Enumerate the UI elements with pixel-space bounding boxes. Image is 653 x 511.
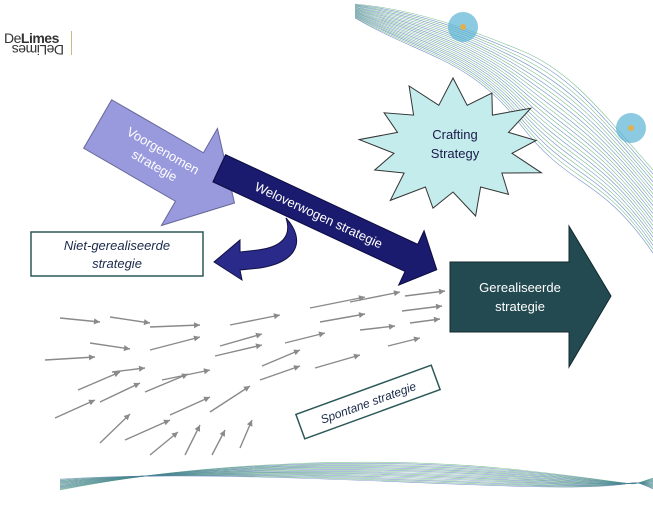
niet-gerealiseerd-box: Niet-gerealiseerde strategie — [30, 231, 204, 277]
emergent-arrow-icon — [239, 419, 253, 449]
gerealiseerd-label-line-2: strategie — [495, 299, 545, 314]
emergent-arrow-icon — [89, 342, 131, 352]
emergent-arrow-icon — [144, 373, 189, 393]
wave-dot-icon — [448, 12, 478, 42]
emergent-arrow-icon — [211, 429, 226, 456]
spontane-box: Spontane strategie — [294, 364, 442, 440]
emergent-arrow-icon — [261, 349, 301, 367]
voorgenomen-arrow: Voorgenomen strategie — [82, 99, 236, 227]
emergent-arrow-icon — [169, 396, 211, 416]
emergent-arrow-icon — [209, 385, 251, 413]
emergent-arrow-icon — [319, 312, 366, 323]
emergent-arrow-icon — [44, 354, 96, 361]
emergent-arrow-icon — [124, 419, 171, 441]
crafting-strategy-star: Crafting Strategy — [357, 76, 544, 218]
emergent-arrow-icon — [284, 331, 326, 344]
emergent-arrow-icon — [54, 399, 96, 419]
gerealiseerd-arrow: Gerealiseerde strategie — [449, 224, 612, 369]
logo-divider — [71, 31, 72, 55]
emergent-arrow-icon — [349, 290, 401, 303]
crafting-label-line-1: Crafting — [432, 127, 478, 142]
emergent-arrow-icon — [99, 382, 141, 403]
emergent-arrow-icon — [111, 365, 146, 373]
wave-dot-icon — [616, 113, 646, 143]
emergent-arrow-icon — [404, 288, 446, 297]
curved-arrow-icon — [213, 217, 297, 282]
crafting-label-line-2: Strategy — [431, 146, 480, 161]
emergent-arrow-icon — [109, 316, 151, 326]
emergent-arrow-icon — [149, 322, 201, 329]
emergent-arrow-icon — [219, 332, 263, 347]
emergent-arrows — [44, 288, 446, 456]
niet-gerealiseerd-label-line-2: strategie — [92, 256, 142, 271]
emergent-arrow-icon — [77, 371, 121, 391]
delimes-logo: DeLimes DeLimes — [4, 30, 74, 58]
emergent-arrow-icon — [59, 317, 101, 325]
emergent-arrow-icon — [259, 365, 301, 381]
emergent-arrow-icon — [359, 323, 396, 331]
emergent-arrow-icon — [214, 343, 263, 357]
emergent-arrow-icon — [184, 424, 201, 456]
gerealiseerd-label-line-1: Gerealiseerde — [479, 280, 561, 295]
wave-decoration-bottom-icon — [59, 462, 653, 491]
emergent-arrow-icon — [409, 316, 441, 324]
emergent-arrow-icon — [309, 295, 366, 309]
weloverwogen-label: Weloverwogen strategie — [252, 179, 385, 251]
emergent-arrow-icon — [149, 335, 201, 351]
emergent-arrow-icon — [387, 336, 421, 347]
emergent-arrow-icon — [314, 353, 361, 369]
logo-text: DeLimes — [4, 30, 59, 46]
logo-mirror-text: DeLimes — [12, 42, 64, 58]
emergent-arrow-icon — [99, 413, 131, 444]
niet-gerealiseerd-label-line-1: Niet-gerealiseerde — [64, 238, 170, 253]
emergent-arrow-icon — [401, 303, 443, 312]
emergent-arrow-icon — [229, 313, 281, 326]
emergent-arrow-icon — [149, 431, 179, 456]
star-burst-icon — [357, 76, 544, 218]
